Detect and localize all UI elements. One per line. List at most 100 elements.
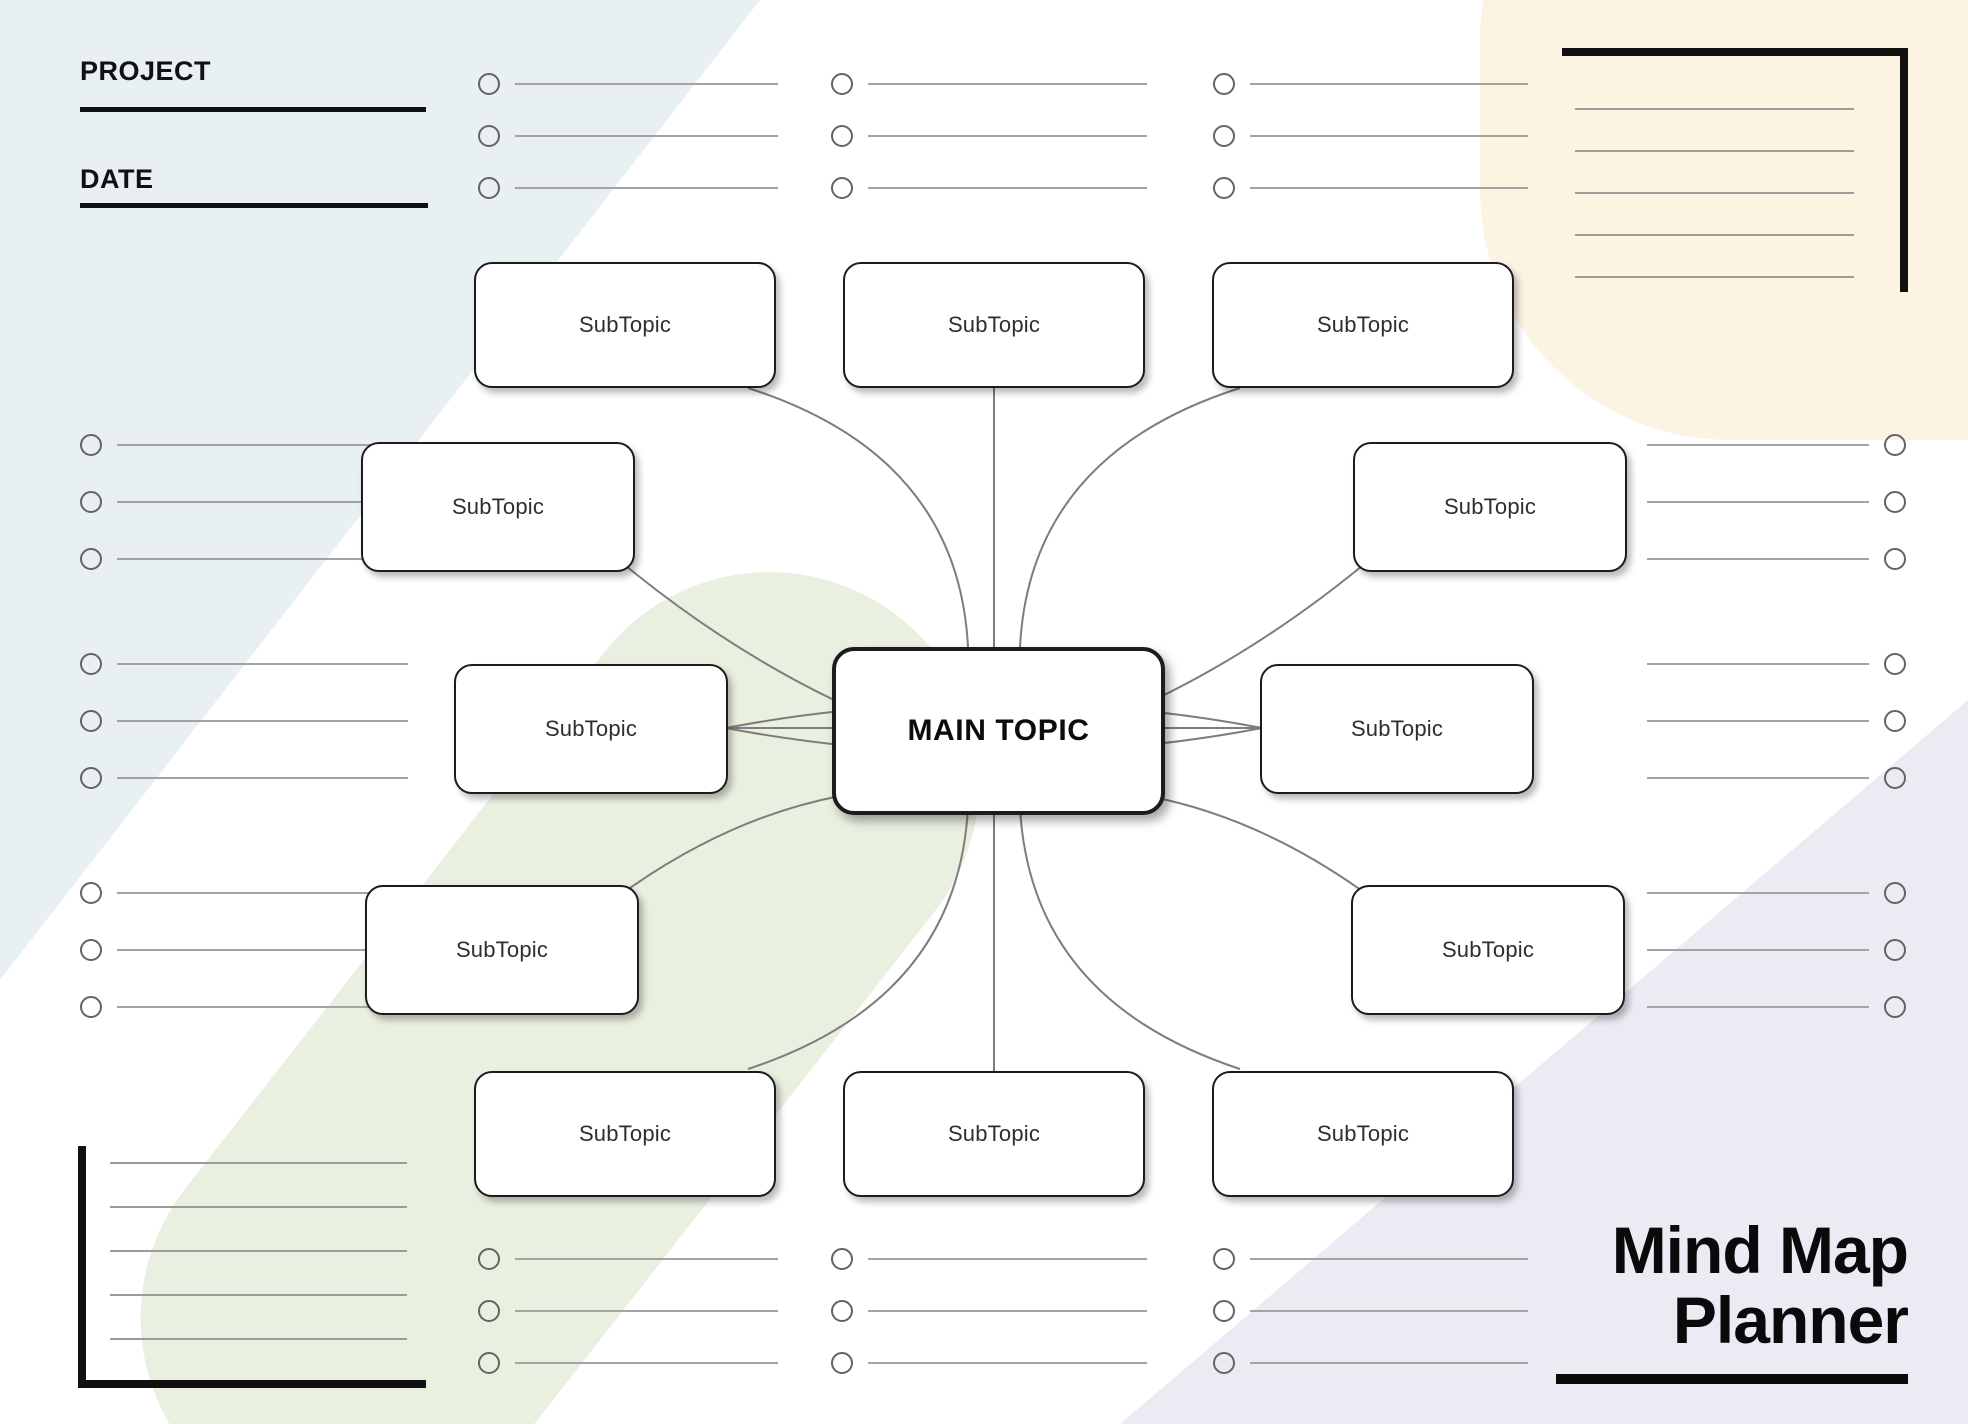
subtopic-box-bottom-left[interactable]: SubTopic: [474, 1071, 776, 1197]
writing-line[interactable]: [868, 1362, 1147, 1364]
writing-line[interactable]: [1250, 1310, 1528, 1312]
subtopic-box-top-center[interactable]: SubTopic: [843, 262, 1145, 388]
writing-line[interactable]: [515, 1258, 778, 1260]
bullet-row: [478, 72, 778, 96]
bullet-circle: [831, 177, 853, 199]
subtopic-box-bottom-center[interactable]: SubTopic: [843, 1071, 1145, 1197]
writing-line[interactable]: [1647, 720, 1869, 722]
writing-line[interactable]: [117, 1006, 408, 1008]
bullet-list-left-3: [80, 881, 408, 1019]
subtopic-box-middle-right[interactable]: SubTopic: [1260, 664, 1534, 794]
writing-line[interactable]: [1250, 135, 1528, 137]
bullet-row: [1213, 124, 1528, 148]
writing-line[interactable]: [868, 1258, 1147, 1260]
main-topic-box[interactable]: MAIN TOPIC: [832, 647, 1165, 815]
writing-line[interactable]: [1250, 1258, 1528, 1260]
bullet-circle: [1884, 653, 1906, 675]
bullet-list-left-2: [80, 652, 408, 790]
project-field[interactable]: PROJECT: [80, 58, 426, 112]
writing-line[interactable]: [117, 892, 408, 894]
writing-line[interactable]: [868, 1310, 1147, 1312]
bullet-row: [478, 124, 778, 148]
bullet-circle: [478, 73, 500, 95]
bullet-row: [1647, 433, 1906, 457]
notes-panel-bottom-left[interactable]: [78, 1146, 426, 1388]
bullet-row: [1213, 1351, 1528, 1375]
bullet-row: [1647, 766, 1906, 790]
writing-line[interactable]: [1647, 892, 1869, 894]
bullet-circle: [1884, 882, 1906, 904]
writing-line[interactable]: [1647, 444, 1869, 446]
bullet-row: [1647, 995, 1906, 1019]
bullet-row: [1213, 176, 1528, 200]
writing-line[interactable]: [117, 720, 408, 722]
bullet-circle: [80, 767, 102, 789]
bullet-circle: [1213, 177, 1235, 199]
writing-line[interactable]: [515, 1362, 778, 1364]
writing-line[interactable]: [1250, 83, 1528, 85]
subtopic-box-bottom-right[interactable]: SubTopic: [1212, 1071, 1514, 1197]
subtopic-box-upper-left[interactable]: SubTopic: [361, 442, 635, 572]
subtopic-label: SubTopic: [1316, 1121, 1410, 1146]
writing-line[interactable]: [868, 83, 1147, 85]
writing-line[interactable]: [117, 501, 408, 503]
bullet-list-right-2: [1647, 652, 1906, 790]
writing-line[interactable]: [868, 135, 1147, 137]
bullet-row: [1647, 709, 1906, 733]
date-field[interactable]: DATE: [80, 166, 428, 208]
subtopic-box-upper-right[interactable]: SubTopic: [1353, 442, 1627, 572]
bullet-row: [80, 766, 408, 790]
bullet-circle: [80, 710, 102, 732]
subtopic-label: SubTopic: [451, 494, 545, 519]
subtopic-label: SubTopic: [578, 312, 672, 337]
bullet-row: [478, 176, 778, 200]
writing-line[interactable]: [117, 558, 408, 560]
bullet-circle: [1213, 1300, 1235, 1322]
writing-line[interactable]: [117, 444, 408, 446]
bullet-list-top-2: [831, 72, 1147, 200]
subtopic-label: SubTopic: [1443, 494, 1537, 519]
subtopic-box-lower-left[interactable]: SubTopic: [365, 885, 639, 1015]
writing-line[interactable]: [1647, 501, 1869, 503]
band-green: [140, 572, 980, 1424]
writing-line: [1575, 234, 1854, 236]
subtopic-box-top-left[interactable]: SubTopic: [474, 262, 776, 388]
bullet-circle: [1213, 1248, 1235, 1270]
bullet-row: [1213, 1299, 1528, 1323]
subtopic-label: SubTopic: [947, 1121, 1041, 1146]
subtopic-box-middle-left[interactable]: SubTopic: [454, 664, 728, 794]
date-label: DATE: [80, 164, 154, 194]
bullet-circle: [80, 548, 102, 570]
writing-line[interactable]: [515, 83, 778, 85]
writing-line[interactable]: [1250, 1362, 1528, 1364]
writing-line[interactable]: [1647, 1006, 1869, 1008]
subtopic-box-top-right[interactable]: SubTopic: [1212, 262, 1514, 388]
writing-line[interactable]: [1250, 187, 1528, 189]
writing-line[interactable]: [1647, 949, 1869, 951]
notes-panel-top-right[interactable]: [1562, 48, 1908, 292]
bullet-list-top-1: [478, 72, 778, 200]
writing-line[interactable]: [1647, 663, 1869, 665]
writing-line[interactable]: [515, 1310, 778, 1312]
bullet-row: [80, 881, 408, 905]
bullet-row: [1213, 1247, 1528, 1271]
writing-line[interactable]: [117, 663, 408, 665]
bullet-row: [80, 995, 408, 1019]
writing-line[interactable]: [1647, 558, 1869, 560]
writing-line[interactable]: [515, 135, 778, 137]
writing-line[interactable]: [1647, 777, 1869, 779]
bullet-circle: [1884, 767, 1906, 789]
page-title-line-2: Planner: [1672, 1282, 1909, 1357]
writing-line[interactable]: [117, 777, 408, 779]
page-title-line-1: Mind Map: [1611, 1213, 1909, 1287]
bullet-row: [80, 433, 408, 457]
subtopic-box-lower-right[interactable]: SubTopic: [1351, 885, 1625, 1015]
bullet-row: [831, 1299, 1147, 1323]
writing-line[interactable]: [515, 187, 778, 189]
writing-line[interactable]: [868, 187, 1147, 189]
writing-line[interactable]: [117, 949, 408, 951]
bullet-circle: [80, 434, 102, 456]
bullet-circle: [80, 491, 102, 513]
bullet-row: [80, 709, 408, 733]
